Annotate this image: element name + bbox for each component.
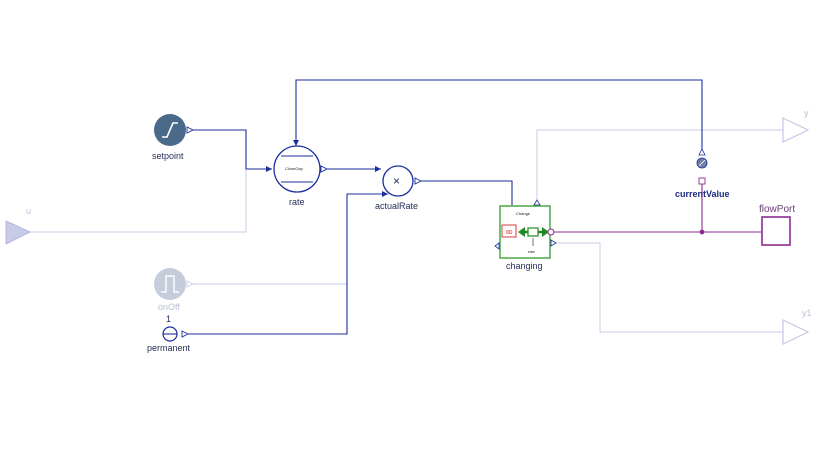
flow-arrow-left-head (518, 227, 525, 237)
flow-arrow-right-head (542, 227, 549, 237)
rate-output-port[interactable] (320, 165, 329, 173)
input-port-u[interactable] (5, 220, 32, 245)
changing-input-top[interactable] (533, 199, 541, 206)
rate-block[interactable] (273, 145, 329, 193)
changing-inner-text: Change (516, 211, 531, 216)
onoff-output-port[interactable] (186, 280, 195, 288)
connection-setpoint-to-rate[interactable] (192, 129, 272, 170)
permanent-block[interactable] (162, 326, 190, 342)
connection-changing-to-y1[interactable] (555, 242, 783, 333)
connection-permanent-to-actualrate[interactable] (188, 193, 388, 335)
changing-right-port[interactable] (550, 239, 557, 247)
faded-connections (30, 129, 783, 333)
output-port-y1-label: y1 (802, 308, 812, 318)
flow-valve (527, 227, 539, 237)
connection-onoff-to-actualrate[interactable] (190, 194, 348, 285)
rate-label: rate (289, 197, 305, 207)
actualrate-label: actualRate (375, 201, 419, 211)
infinity-icon: ∞ (505, 227, 513, 238)
step-icon (162, 122, 178, 138)
onoff-circle (154, 268, 186, 300)
changing-left-port[interactable] (494, 242, 500, 250)
actualrate-circle (382, 165, 414, 197)
actualrate-symbol: × (393, 174, 401, 188)
currentvalue-label: currentValue (675, 189, 730, 199)
flowport-box[interactable] (761, 216, 791, 246)
flow-connections (553, 183, 762, 233)
arrow-into-actualrate-top (375, 166, 381, 172)
currentvalue-output-port[interactable] (698, 148, 706, 156)
output-port-y[interactable] (782, 117, 810, 143)
arrow-into-rate (266, 166, 272, 172)
setpoint-block[interactable] (154, 114, 195, 146)
input-port-u-label: u (26, 206, 32, 216)
flowport-label: flowPort (759, 204, 796, 215)
flow-junction-dot (699, 229, 705, 235)
connection-u-to-rate[interactable] (30, 168, 272, 233)
connection-changing-to-y[interactable] (536, 129, 783, 205)
actualrate-block[interactable] (382, 165, 423, 197)
output-port-y1[interactable] (782, 319, 810, 345)
connection-actualrate-to-changing[interactable] (420, 180, 513, 205)
changing-flow-port[interactable] (547, 228, 555, 236)
connection-currentvalue-to-rate[interactable] (295, 79, 703, 155)
pulse-icon (161, 275, 179, 293)
changing-block[interactable]: ∞ (494, 199, 557, 259)
permanent-label: permanent (147, 343, 191, 353)
setpoint-output-port[interactable] (186, 126, 195, 134)
permanent-value: 1 (166, 314, 172, 324)
setpoint-label: setpoint (152, 151, 184, 161)
currentvalue-sensor[interactable] (696, 148, 708, 185)
changing-sub-text: rate (528, 249, 535, 254)
arrow-into-rate-top (293, 140, 299, 146)
signal-connections (188, 79, 703, 335)
sensor-needle (698, 159, 706, 167)
onoff-block[interactable] (154, 268, 195, 300)
rate-circle (273, 145, 321, 193)
rate-inner-text: CloseGap (285, 166, 303, 171)
currentvalue-flow-port[interactable] (698, 177, 706, 185)
onoff-label: onOff (158, 302, 180, 312)
permanent-output-port[interactable] (181, 330, 190, 338)
arrow-into-actualrate-bottom (382, 191, 388, 197)
changing-label: changing (506, 261, 543, 271)
infinity-box (501, 224, 517, 238)
output-port-y-label: y (804, 108, 809, 118)
actualrate-output-port[interactable] (414, 177, 423, 185)
